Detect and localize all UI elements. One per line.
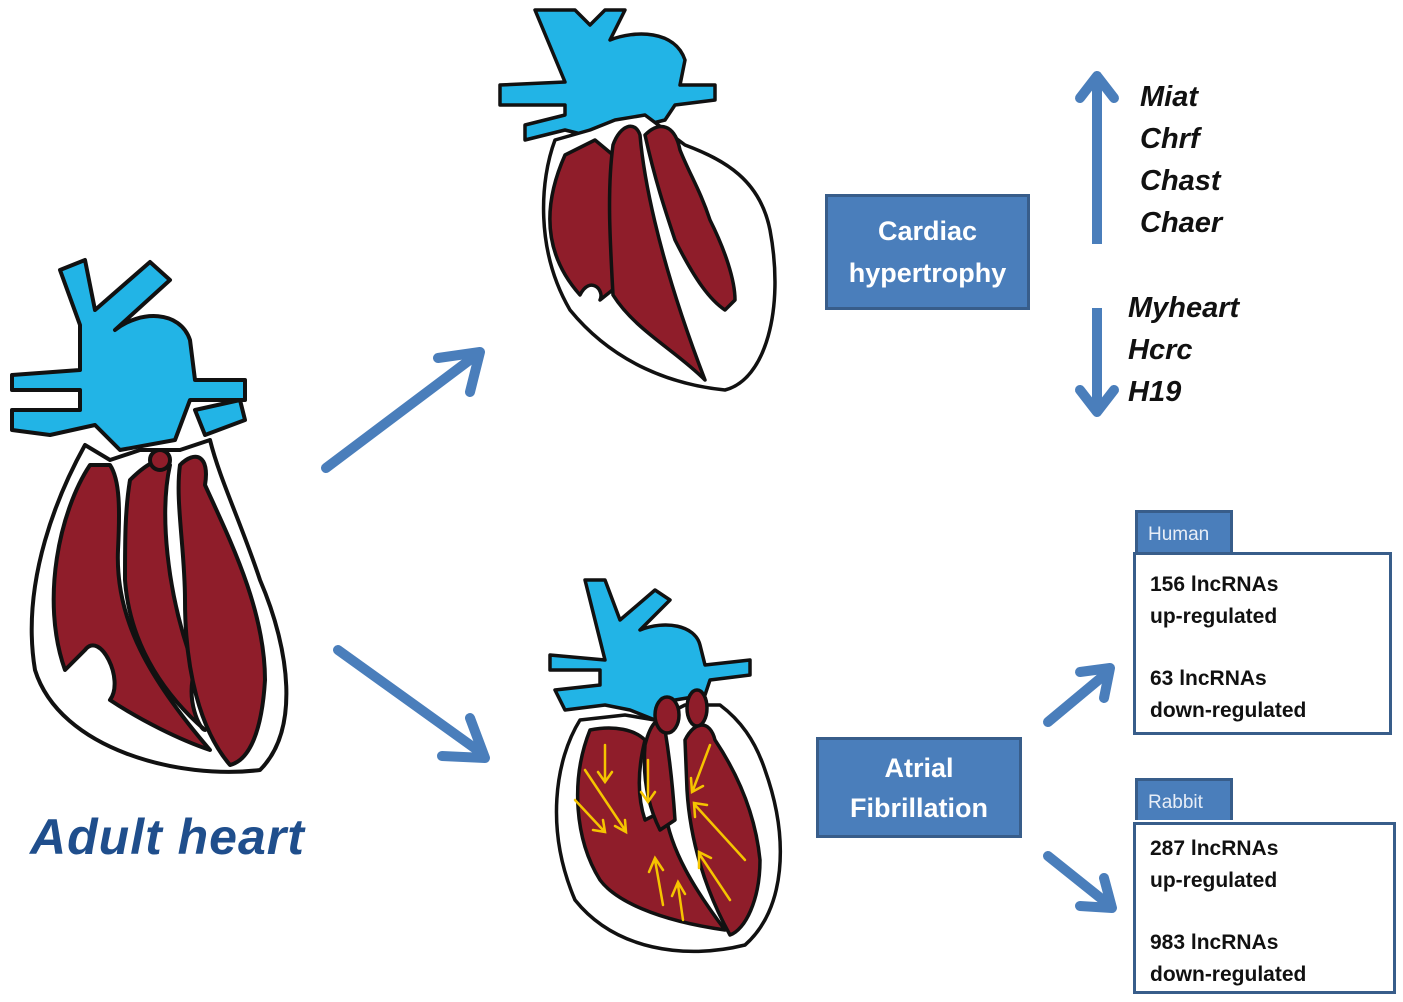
- adult-heart-illustration: [10, 258, 289, 774]
- vessel: [498, 8, 717, 142]
- valve-right: [685, 688, 709, 728]
- fibrillating-heart-illustration: [548, 578, 783, 954]
- cardiac-hypertrophy-line2: hypertrophy: [848, 258, 1007, 288]
- upregulated-gene-list: Miat Chrf Chast Chaer: [1140, 76, 1222, 244]
- adult-heart-label: Adult heart: [30, 809, 305, 865]
- arrow-diagonal-icon: [1043, 851, 1117, 913]
- gene-item: H19: [1128, 376, 1182, 408]
- gene-item: Chaer: [1140, 207, 1223, 239]
- down-label: down-regulated: [1150, 699, 1307, 722]
- arrow-diagonal-icon: [1043, 663, 1115, 727]
- arrow-up-icon: [1075, 71, 1119, 244]
- up-label: up-regulated: [1150, 605, 1278, 628]
- hypertrophic-heart-illustration: [498, 8, 777, 392]
- species-panel-rabbit: 287 lncRNAs up-regulated 983 lncRNAs dow…: [1133, 822, 1396, 994]
- left-ventricle: [643, 124, 737, 312]
- vessel-right: [193, 398, 247, 437]
- valve-left: [653, 695, 681, 735]
- vessel: [10, 258, 247, 452]
- species-tab-human: Human: [1135, 510, 1233, 552]
- gene-item: Chrf: [1140, 123, 1200, 155]
- left-ventricle: [683, 723, 762, 937]
- vessel: [548, 578, 752, 722]
- left-ventricle: [176, 454, 267, 767]
- valve: [148, 448, 172, 472]
- gene-item: Chast: [1140, 165, 1221, 197]
- up-count: 287 lncRNAs: [1150, 837, 1279, 860]
- down-count: 63 lncRNAs: [1150, 667, 1267, 690]
- atrial-fibrillation-line1: Atrial: [884, 752, 954, 783]
- down-count: 983 lncRNAs: [1150, 931, 1279, 954]
- cardiac-hypertrophy-box: Cardiac hypertrophy: [825, 194, 1030, 310]
- gene-item: Myheart: [1128, 292, 1240, 324]
- gene-item: Miat: [1140, 81, 1198, 113]
- species-tab-rabbit: Rabbit: [1135, 778, 1233, 820]
- gene-item: Hcrc: [1128, 334, 1193, 366]
- right-ventricle: [51, 463, 212, 752]
- species-panel-human: 156 lncRNAs up-regulated 63 lncRNAs down…: [1133, 552, 1392, 735]
- arrow-down-icon: [1075, 308, 1119, 417]
- arrow-diagonal-icon: [333, 645, 490, 763]
- atrial-fibrillation-box: Atrial Fibrillation: [816, 737, 1022, 838]
- fibrillation-arrows: [573, 743, 747, 922]
- downregulated-gene-list: Myheart Hcrc H19: [1128, 287, 1239, 413]
- septum: [607, 124, 707, 382]
- atrial-fibrillation-line2: Fibrillation: [850, 792, 988, 823]
- up-label: up-regulated: [1150, 869, 1278, 892]
- cardiac-hypertrophy-line1: Cardiac: [877, 216, 978, 246]
- up-count: 156 lncRNAs: [1150, 573, 1279, 596]
- arrow-diagonal-icon: [321, 347, 485, 473]
- down-label: down-regulated: [1150, 963, 1307, 986]
